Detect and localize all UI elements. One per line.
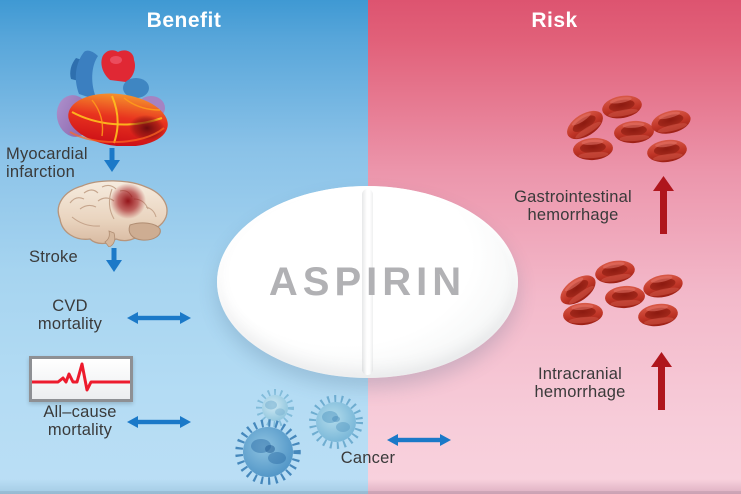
stroke-label: Stroke <box>29 248 78 266</box>
bidirectional-arrow-icon <box>387 434 451 446</box>
heart-icon <box>56 50 168 146</box>
myocardial-infarction-label: Myocardial infarction <box>6 145 88 181</box>
red-blood-cells-icon <box>562 92 694 165</box>
cancer-cells-icon <box>235 389 363 485</box>
decrease-arrow-icon <box>106 248 122 272</box>
cancer-label: Cancer <box>340 449 396 467</box>
gastrointestinal-hemorrhage-label: Gastrointestinal hemorrhage <box>514 188 632 224</box>
brain-icon <box>57 180 168 247</box>
bidirectional-arrow-icon <box>127 312 191 324</box>
bidirectional-arrow-icon <box>127 416 191 428</box>
bottom-edge-shadow <box>0 491 741 494</box>
ecg-monitor-icon <box>29 356 133 402</box>
intracranial-hemorrhage-label: Intracranial hemorrhage <box>534 365 626 401</box>
all-cause-mortality-label: All–cause mortality <box>43 403 117 439</box>
aspirin-label: ASPIRIN <box>268 259 467 304</box>
increase-arrow-icon <box>653 176 674 234</box>
decrease-arrow-icon <box>104 148 120 172</box>
cvd-mortality-label: CVD mortality <box>37 297 103 333</box>
increase-arrow-icon <box>651 352 672 410</box>
red-blood-cells-icon <box>556 257 685 329</box>
aspirin-pill: ASPIRIN <box>217 186 518 378</box>
risk-title: Risk <box>531 9 578 32</box>
pill-score-line <box>361 189 373 375</box>
benefit-title: Benefit <box>146 9 222 32</box>
